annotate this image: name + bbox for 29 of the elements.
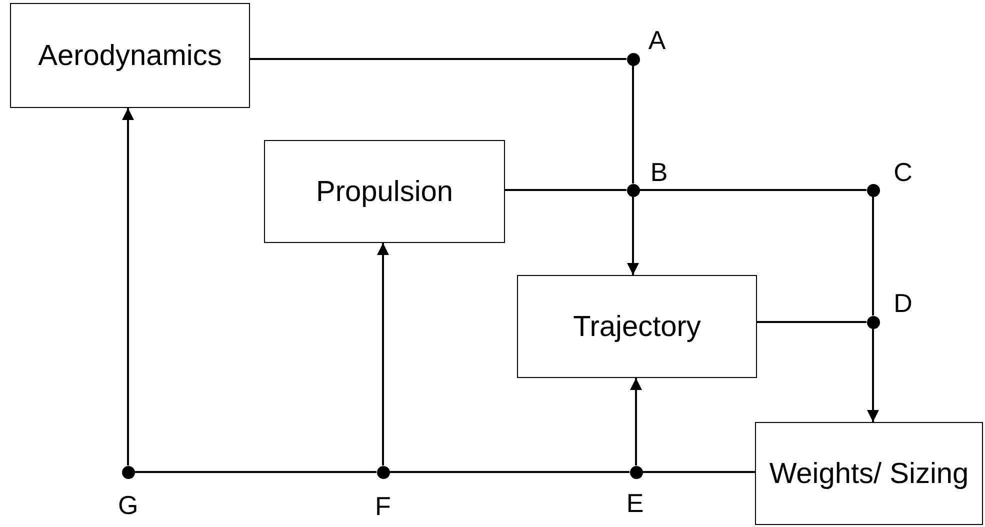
connector-line (505, 189, 626, 191)
box-label: Weights/ Sizing (768, 456, 970, 492)
arrow (377, 243, 389, 466)
connector-line (390, 471, 630, 473)
box-label: Aerodynamics (37, 38, 223, 74)
process-box (264, 140, 505, 243)
box-label: Propulsion (314, 174, 454, 210)
connector-line (757, 321, 866, 323)
junction-label: E (625, 490, 645, 516)
box-label: Trajectory (572, 310, 702, 344)
junction-label: F (374, 493, 392, 519)
arrow (122, 108, 134, 466)
arrow (627, 196, 639, 275)
junction-label: B (649, 159, 669, 185)
connector-line (642, 471, 755, 473)
arrow (630, 378, 642, 466)
process-box (10, 3, 250, 108)
connector-line (134, 471, 376, 473)
junction-label: A (647, 27, 667, 53)
connector-line (632, 66, 634, 184)
junction-label: C (893, 159, 913, 185)
process-box (517, 275, 757, 378)
junction-label: D (893, 290, 913, 316)
junction-label: G (118, 492, 138, 518)
arrow (867, 328, 879, 422)
connector-line (250, 58, 626, 60)
connector-line (640, 189, 866, 191)
connector-line (872, 196, 874, 316)
process-box (755, 422, 983, 525)
